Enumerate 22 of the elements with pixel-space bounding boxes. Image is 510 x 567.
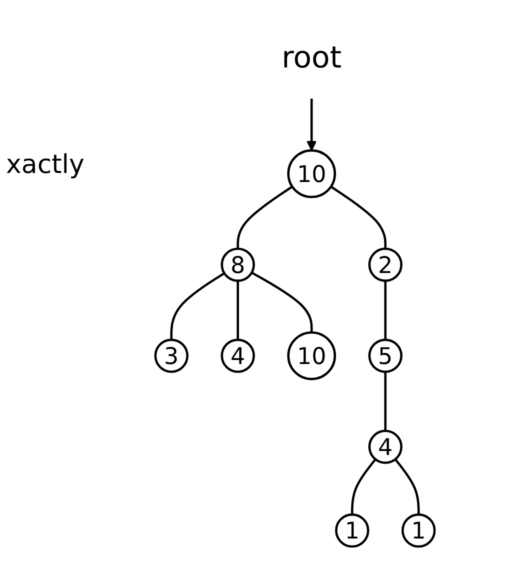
node-circle: 8 [220,248,255,282]
arrow [306,98,317,151]
node-text: root [282,41,342,76]
connector [384,280,387,340]
node-circle: 10 [287,149,336,198]
connector [236,280,239,340]
node-circle: 4 [220,338,255,373]
connector [236,186,293,249]
connector [351,458,376,515]
connector [170,272,225,340]
connector [384,372,387,431]
note-text: xactly [6,150,84,180]
node-circle: 3 [154,338,188,373]
connector [394,458,420,515]
connector [330,186,387,249]
node-circle: 1 [402,513,436,548]
node-circle: 2 [368,248,402,282]
node-circle: 4 [368,430,402,464]
node-circle: 5 [368,338,402,373]
node-circle: 1 [335,513,370,548]
connector [251,272,313,332]
node-circle: 10 [287,331,336,380]
